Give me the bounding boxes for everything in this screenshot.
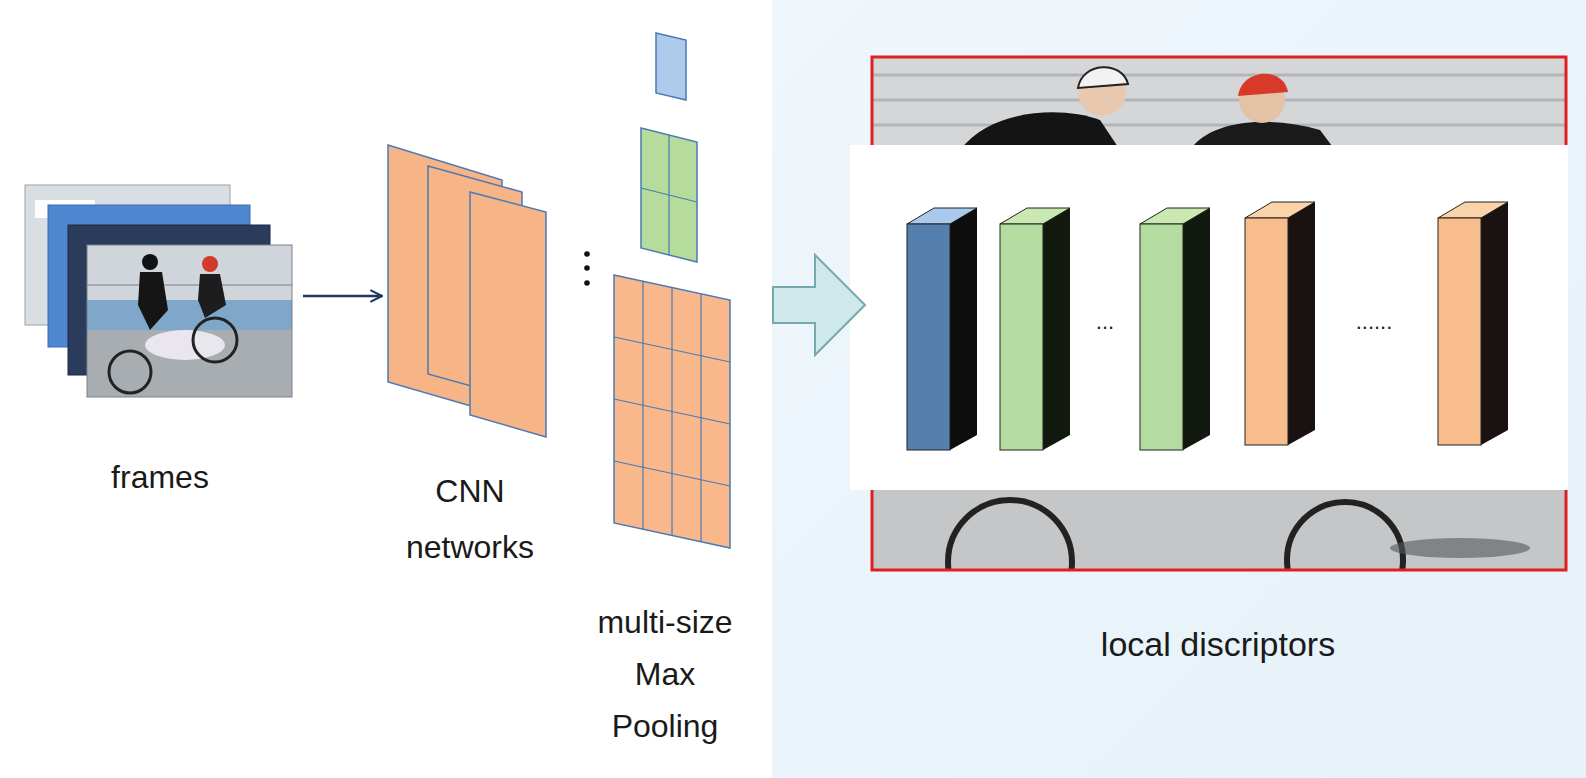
- column-side: [1183, 208, 1210, 450]
- cnn-layer: [470, 192, 546, 437]
- bike-shadow: [1390, 538, 1530, 558]
- ellipsis-dot: [584, 265, 590, 271]
- descriptor-column: [1000, 208, 1070, 450]
- grid-line: [614, 461, 730, 486]
- node-label: multi-size Max Pooling: [585, 596, 745, 752]
- pooling-grid-2x2: [641, 128, 697, 262]
- white-panel: [0, 0, 772, 778]
- column-front: [1000, 224, 1043, 450]
- column-front: [907, 224, 950, 450]
- photo-ground: [87, 330, 292, 397]
- column-side: [1288, 202, 1315, 445]
- column-side: [950, 208, 977, 450]
- video-frame-photo: [87, 245, 292, 397]
- ellipsis-dot: [584, 251, 590, 257]
- bike-wheel: [1287, 502, 1403, 570]
- pooling-grid-1x1: [656, 33, 686, 100]
- photo-stands: [87, 300, 292, 330]
- photo-rail: [87, 284, 292, 286]
- flow-arrow: [303, 295, 382, 298]
- bike-wheel: [948, 500, 1072, 570]
- rider-helmet: [1078, 67, 1128, 88]
- frames-group: frames: [20, 175, 300, 505]
- ellipsis-label: ...: [1096, 309, 1114, 335]
- bike-wheel: [109, 351, 151, 393]
- ellipsis-label: ......: [1356, 309, 1393, 335]
- rider-head: [142, 254, 158, 270]
- block-arrow: [773, 255, 865, 355]
- photo-background: [87, 245, 292, 397]
- descriptor-column: [1245, 202, 1315, 445]
- node-label: local discriptors: [878, 624, 1558, 664]
- stand-row: [872, 99, 1566, 102]
- rider-body: [960, 112, 1120, 150]
- rider-head: [202, 256, 218, 272]
- pooling-group: multi-size Max Pooling: [560, 20, 770, 760]
- column-side: [1043, 208, 1070, 450]
- rider-helmet: [1238, 74, 1288, 96]
- descriptor-column: [907, 208, 977, 450]
- bike-frame: [145, 330, 225, 360]
- node-label: CNN networks: [390, 463, 550, 575]
- rider-body: [198, 274, 226, 318]
- descriptor-group: local discriptors: [868, 52, 1568, 682]
- stand-row: [872, 74, 1566, 77]
- stand-row: [872, 124, 1566, 127]
- rider-body: [138, 272, 168, 330]
- photo-ground: [872, 490, 1566, 570]
- ellipsis-dot: [584, 280, 590, 286]
- descriptor-column: [1438, 202, 1508, 445]
- column-side: [1481, 202, 1508, 445]
- column-front: [1140, 224, 1183, 450]
- descriptor-column: [1140, 208, 1210, 450]
- column-front: [1245, 218, 1288, 445]
- grid-line: [614, 399, 730, 424]
- grid-line: [641, 188, 697, 202]
- grid-line: [614, 337, 730, 362]
- cnn-group: CNN networks: [385, 130, 555, 580]
- pooling-grid-4x4: [614, 275, 730, 548]
- node-label: frames: [30, 457, 290, 497]
- descriptor-panel: [850, 145, 1568, 490]
- frame-border: [87, 245, 292, 397]
- column-front: [1438, 218, 1481, 445]
- bike-wheel: [193, 318, 237, 362]
